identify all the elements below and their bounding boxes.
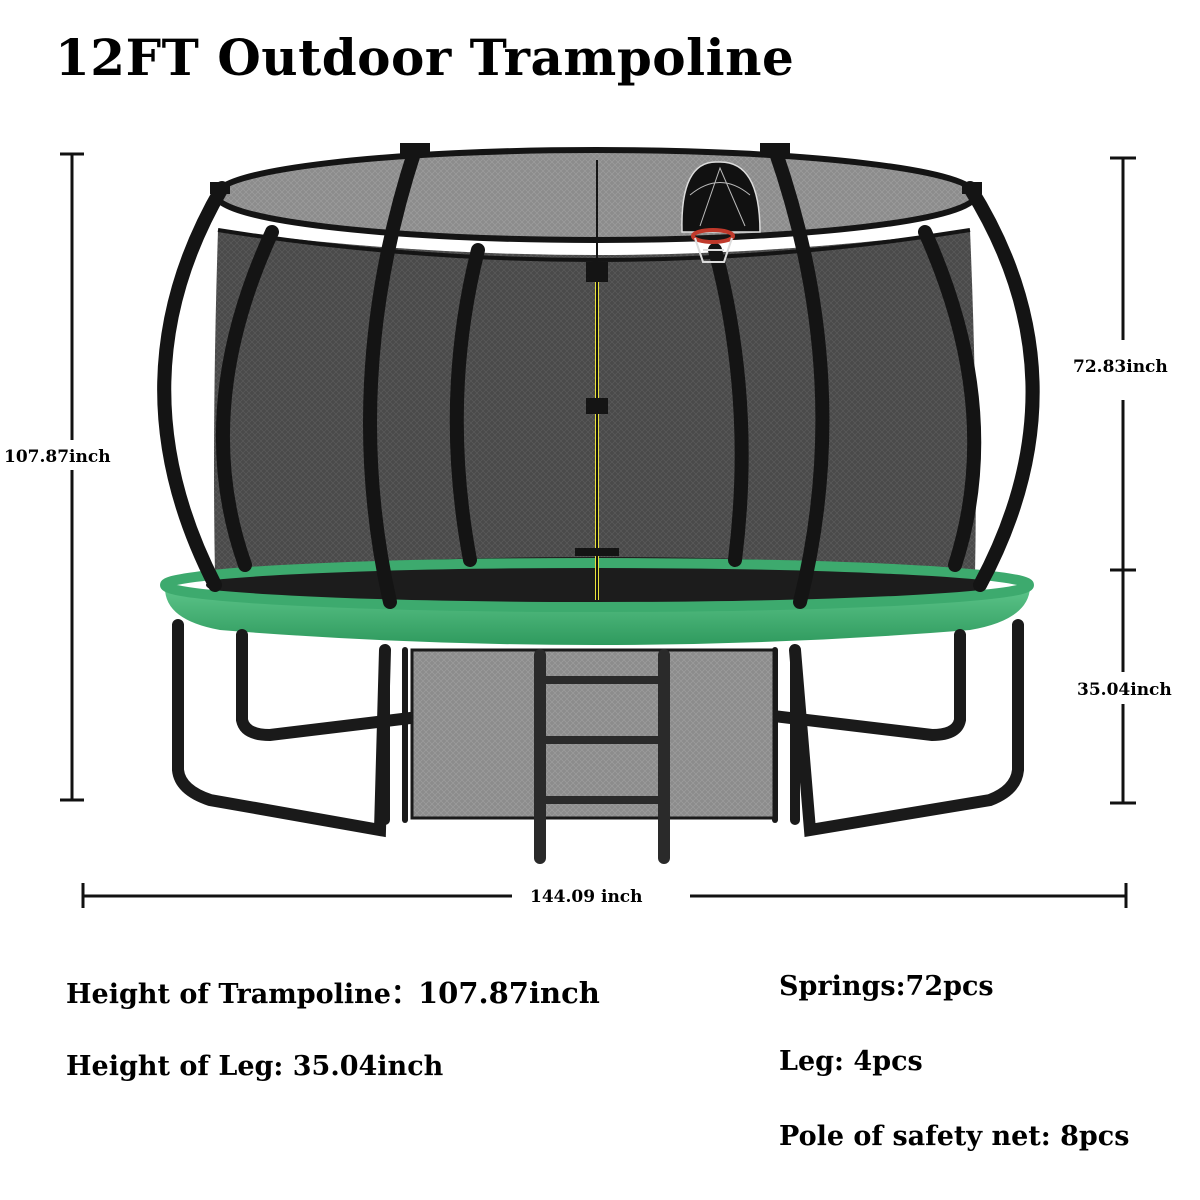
spec-height-of-trampoline-label: Height of Trampoline：: [66, 979, 418, 1010]
dimension-lines: [60, 152, 1136, 908]
total-height-label: 107.87inch: [4, 446, 111, 468]
spec-leg: Leg: 4pcs: [779, 1046, 923, 1077]
frame-pad: [165, 588, 1030, 645]
spec-height-of-leg: Height of Leg: 35.04inch: [66, 1051, 444, 1082]
under-net: [410, 648, 776, 820]
spec-height-of-trampoline: Height of Trampoline：107.87inch: [66, 976, 600, 1012]
spec-springs: Springs:72pcs: [779, 971, 994, 1002]
basketball-hoop: [681, 161, 761, 263]
page-title: 12FT Outdoor Trampoline: [55, 28, 795, 87]
ladder: [534, 649, 670, 864]
leg-height-label: 35.04inch: [1077, 679, 1172, 701]
spec-height-of-trampoline-value: 107.87inch: [417, 976, 600, 1010]
net-height-label: 72.83inch: [1073, 356, 1168, 378]
net-poles: [157, 143, 1040, 609]
width-label: 144.09 inch: [530, 886, 643, 908]
spec-pole-of-safety-net: Pole of safety net: 8pcs: [779, 1121, 1130, 1152]
